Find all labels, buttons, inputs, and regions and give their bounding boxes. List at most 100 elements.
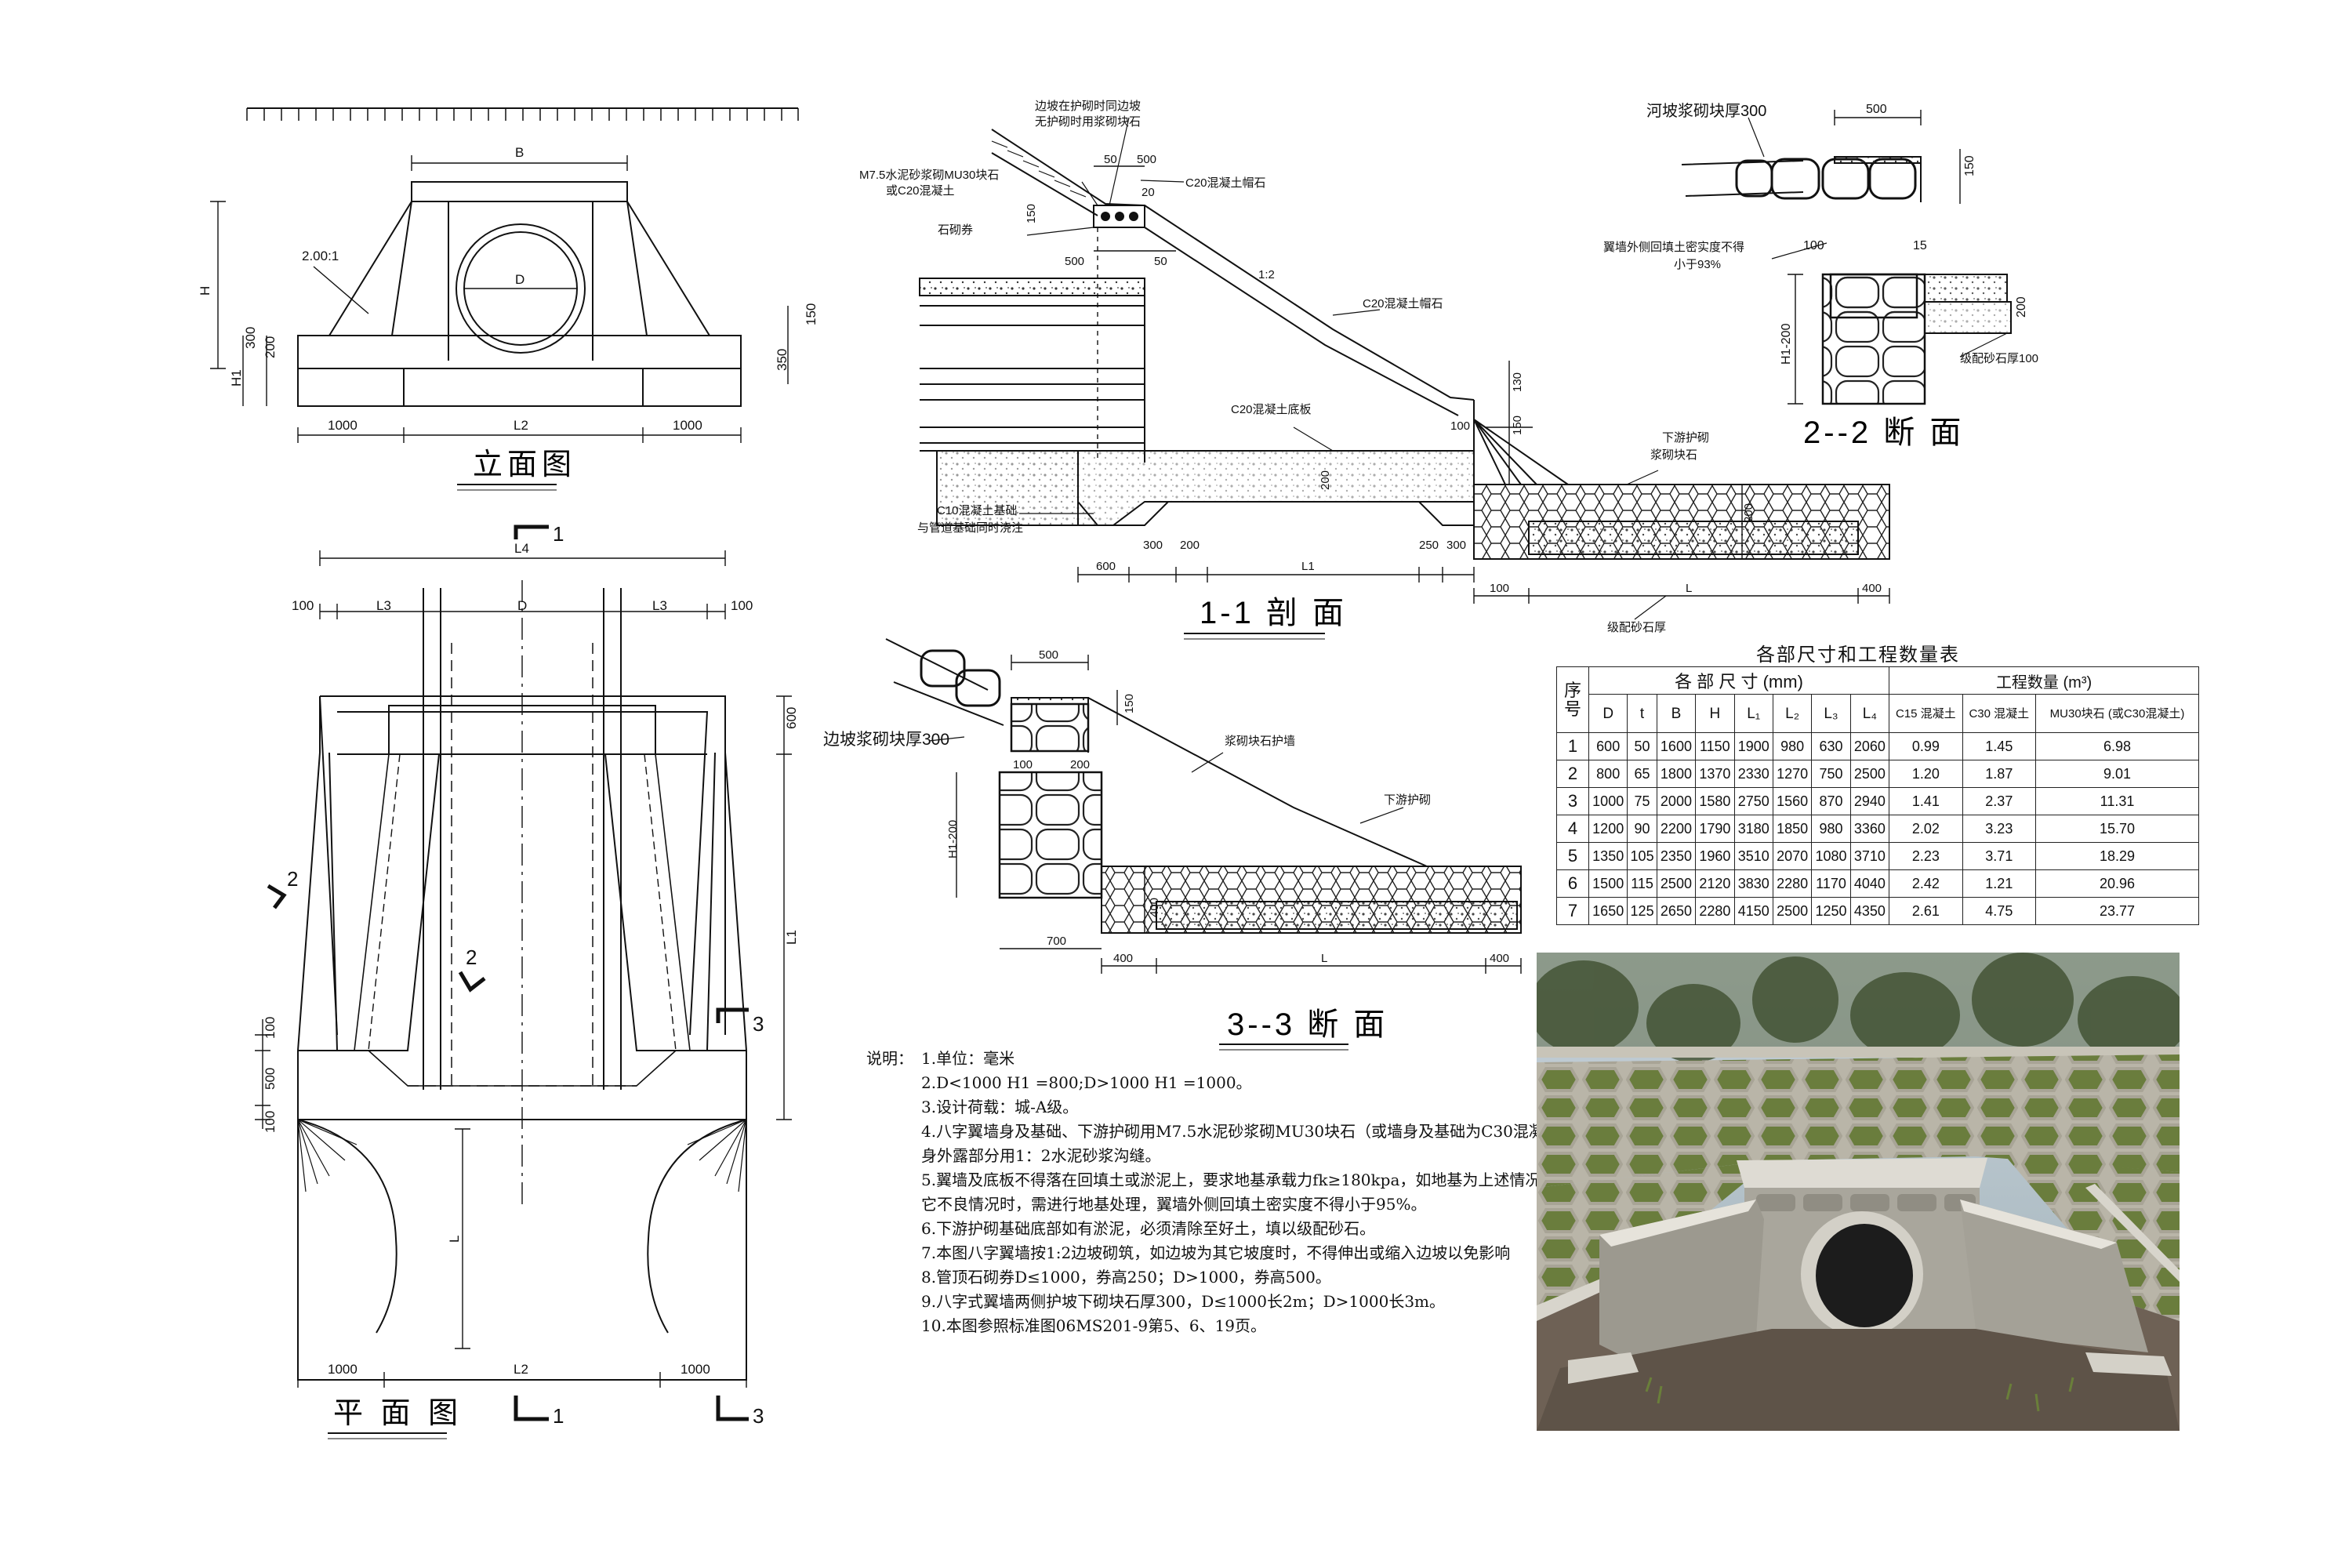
note-item: 4.八字翼墙身及基础、下游护砌用M7.5水泥砂浆砌MU30块石（或墙身及基础为C… xyxy=(921,1122,1541,1141)
m75-note-2: 或C20混凝土 xyxy=(886,184,955,198)
backfill-label-2: 小于93% xyxy=(1674,258,1721,271)
c20-base-label: C20混凝土底板 xyxy=(1231,402,1312,416)
dim-50: 50 xyxy=(1104,153,1117,166)
table-cell: 750 xyxy=(1811,760,1851,788)
dim-150: 150 xyxy=(1123,694,1136,713)
section-3-3 xyxy=(885,638,1522,974)
col-header: L₁ xyxy=(1733,694,1773,733)
table-cell: 18.29 xyxy=(2035,842,2199,870)
dim-500: 500 xyxy=(1039,648,1058,662)
table-cell: 1250 xyxy=(1811,897,1851,925)
dim-50-b: 50 xyxy=(1154,255,1167,268)
side-slope-label: 边坡浆砌块厚300 xyxy=(823,731,949,749)
table-cell: 1200 xyxy=(1588,815,1628,843)
table-cell: 2120 xyxy=(1695,869,1735,898)
table-cell: 1150 xyxy=(1695,732,1735,760)
gravel-100-label: 级配砂石厚100 xyxy=(1960,352,2038,365)
table-cell: 3830 xyxy=(1733,869,1773,898)
section-3-3-title: 3--3 断 面 xyxy=(1227,1007,1388,1042)
h1-200-label: H1-200 xyxy=(946,820,960,858)
section-2-2-title: 2--2 断 面 xyxy=(1803,416,1964,450)
elevation-title: 立面图 xyxy=(473,448,576,481)
table-cell: 75 xyxy=(1627,787,1657,815)
cutmark-1-bottom: 1 xyxy=(553,1404,564,1428)
dim-600: 600 xyxy=(1096,560,1116,573)
table-cell: 1350 xyxy=(1588,842,1628,870)
slope-note-1: 边坡在护砌时同边坡 xyxy=(1035,100,1141,113)
table-cell: 2350 xyxy=(1656,842,1697,870)
dim-300: 300 xyxy=(1143,539,1163,552)
table-cell: 3360 xyxy=(1849,815,1890,843)
m75-note-1: M7.5水泥砂浆砌MU30块石 xyxy=(859,168,999,182)
dim-L3-b: L3 xyxy=(652,598,667,613)
table-cell: 2060 xyxy=(1849,732,1890,760)
table-cell: 1800 xyxy=(1656,760,1697,788)
group-qty-header: 工程数量 (m³) xyxy=(1889,666,2199,695)
dim-130: 130 xyxy=(1511,372,1524,392)
row-seq-cell: 2 xyxy=(1556,760,1589,788)
table-cell: 1850 xyxy=(1772,815,1813,843)
dim-L2: L2 xyxy=(514,1362,528,1377)
dim-100: 100 xyxy=(1803,239,1824,252)
table-cell: 2500 xyxy=(1656,869,1697,898)
table-cell: 1080 xyxy=(1811,842,1851,870)
section-2-2-text: 河坡浆砌块厚300 翼墙外侧回填土密实度不得 小于93% 级配砂石厚100 H1… xyxy=(1603,102,2038,365)
table-cell: 1370 xyxy=(1695,760,1735,788)
table-cell: 800 xyxy=(1588,760,1628,788)
backfill-label-1: 翼墙外侧回填土密实度不得 xyxy=(1603,241,1744,254)
table-cell: 980 xyxy=(1811,815,1851,843)
table-cell: 125 xyxy=(1627,897,1657,925)
dim-20: 20 xyxy=(1142,186,1155,199)
table-cell: 1.45 xyxy=(1962,732,2037,760)
plan-text: L4 100 L3 D L3 100 600 L1 100 500 100 L … xyxy=(263,541,799,1377)
table-cell: 3510 xyxy=(1733,842,1773,870)
dim-100-b: 100 xyxy=(1490,582,1509,595)
plan-view xyxy=(255,524,792,1421)
note-item: 身外露部分用1：2水泥砂浆沟缝。 xyxy=(921,1146,1161,1165)
dim-400-c: 400 xyxy=(1490,952,1509,965)
table-cell: 2330 xyxy=(1733,760,1773,788)
note-item: 2.D<1000 H1 =800;D>1000 H1 =1000。 xyxy=(921,1073,1252,1092)
c10-label-1: C10混凝土基础 xyxy=(937,504,1018,517)
note-item: 它不良情况时，需进行地基处理，翼墙外侧回填土密实度不得小于95%。 xyxy=(921,1195,1427,1214)
section-2-2 xyxy=(1681,110,2012,405)
col-header: MU30块石 (或C30混凝土) xyxy=(2035,694,2199,733)
table-cell: 1580 xyxy=(1695,787,1735,815)
dim-left-1000: 1000 xyxy=(328,418,358,433)
dim-150: 150 xyxy=(1963,155,1976,176)
dim-150-b: 150 xyxy=(1511,416,1524,435)
table-cell: 2.37 xyxy=(1962,787,2037,815)
dim-500: 500 xyxy=(263,1068,278,1090)
table-cell: 2280 xyxy=(1695,897,1735,925)
table-cell: 23.77 xyxy=(2035,897,2199,925)
dim-H1: H1 xyxy=(229,369,244,387)
dim-L4: L4 xyxy=(514,541,529,556)
table-cell: 4040 xyxy=(1849,869,1890,898)
note-item: 9.八字式翼墙两侧护坡下砌块石厚300，D≤1000长2m；D>1000长3m。 xyxy=(921,1292,1446,1311)
table-cell: 4150 xyxy=(1733,897,1773,925)
cutmark-2-a: 2 xyxy=(287,867,298,891)
cutmark-1-top: 1 xyxy=(553,522,564,546)
table-cell: 1500 xyxy=(1588,869,1628,898)
dim-300: 300 xyxy=(243,327,258,349)
dim-L: L xyxy=(1321,952,1327,965)
dim-D: D xyxy=(517,598,527,613)
dim-400: 400 xyxy=(1862,582,1882,595)
downstream-label-1: 下游护砌 xyxy=(1662,431,1709,445)
table-cell: 600 xyxy=(1588,732,1628,760)
dim-100: 100 xyxy=(1013,758,1033,771)
table-cell: 630 xyxy=(1811,732,1851,760)
downstream-label-2: 浆砌块石 xyxy=(1650,448,1697,462)
h1-200-label: H1-200 xyxy=(1780,323,1793,365)
table-cell: 2.61 xyxy=(1889,897,1963,925)
dim-right-1000: 1000 xyxy=(681,1362,710,1377)
table-cell: 1000 xyxy=(1588,787,1628,815)
row-seq-cell: 7 xyxy=(1556,897,1589,925)
note-item: 10.本图参照标准图06MS201-9第5、6、19页。 xyxy=(921,1316,1266,1335)
